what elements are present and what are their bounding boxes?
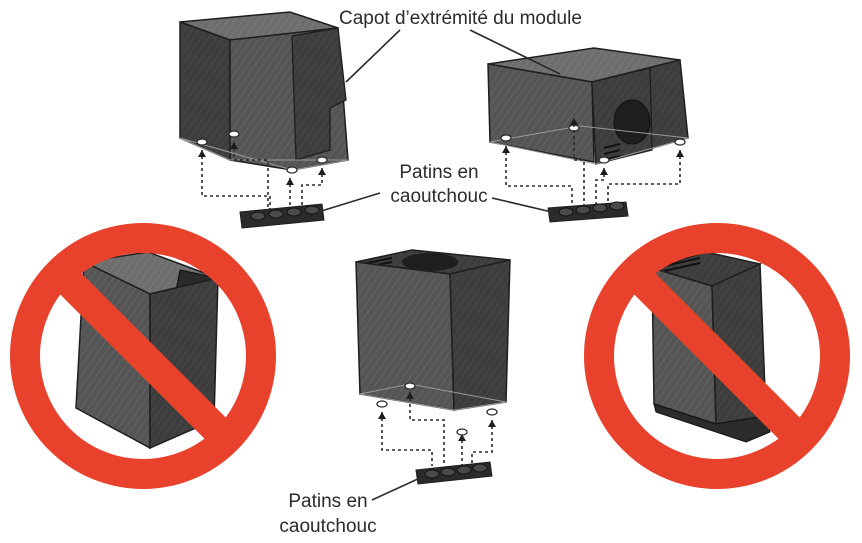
module-upright-center (355, 249, 511, 436)
top-grille (663, 257, 701, 272)
leader-line (469, 29, 561, 75)
end-cap-callout: Capot d’extrémité du module (339, 8, 582, 83)
leader-line (317, 192, 381, 213)
leader-line (491, 197, 557, 214)
pads-guides-top-right (502, 118, 684, 206)
module-horizontal-right (487, 47, 689, 165)
pads-label-line2: caoutchouc (279, 516, 376, 537)
prohibited-left (10, 223, 276, 489)
rubber-pad-strip-icon (547, 201, 629, 223)
leader-line (345, 29, 401, 83)
module-upright-left (179, 11, 349, 174)
rubber-pad-strip-icon (239, 203, 325, 229)
pads-callout-bottom: Patins en caoutchouc (279, 477, 421, 537)
end-cap-label: Capot d’extrémité du module (339, 8, 582, 29)
prohibited-right (584, 223, 850, 489)
pads-label-line2: caoutchouc (390, 186, 487, 207)
pads-guides-top-left (198, 142, 326, 210)
pads-label-line1: Patins en (288, 491, 367, 512)
no-sign-icon (10, 223, 276, 489)
leader-line (371, 477, 421, 501)
pads-callout-top: Patins en caoutchouc (317, 162, 557, 214)
rubber-pad-strip-icon (415, 461, 493, 485)
pads-guides-center (378, 392, 496, 466)
no-sign-icon (584, 223, 850, 489)
pads-label-line1: Patins en (399, 162, 478, 183)
